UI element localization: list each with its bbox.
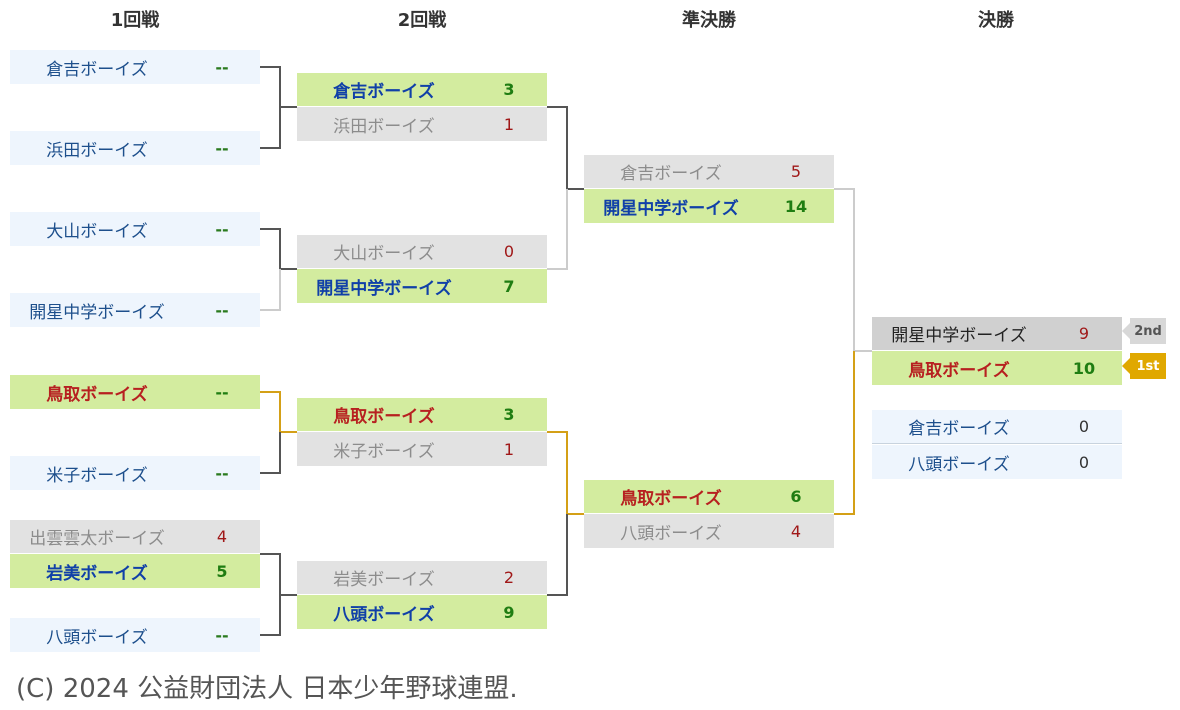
team-score: -- (184, 375, 260, 409)
team-score: 0 (471, 235, 547, 268)
team-score: 1 (471, 432, 547, 466)
team-score: 6 (758, 480, 834, 513)
r1-team-slot[interactable]: 出雲雲太ボーイズ 4 (10, 520, 260, 554)
team-name: 開星中学ボーイズ (584, 189, 758, 223)
team-score: -- (184, 456, 260, 490)
team-score: 5 (758, 155, 834, 188)
team-score: -- (184, 50, 260, 84)
r2-team-slot[interactable]: 浜田ボーイズ 1 (297, 107, 547, 141)
r2-team-slot[interactable]: 岩美ボーイズ 2 (297, 561, 547, 595)
r2-team-slot[interactable]: 開星中学ボーイズ 7 (297, 269, 547, 303)
team-score: 10 (1046, 351, 1122, 385)
team-name: 岩美ボーイズ (297, 561, 471, 594)
team-score: -- (184, 293, 260, 327)
team-score: 1 (471, 107, 547, 141)
team-name: 浜田ボーイズ (10, 131, 184, 165)
r1-team-slot[interactable]: 岩美ボーイズ 5 (10, 554, 260, 588)
round-header-1: 1回戦 (110, 10, 160, 31)
team-score: 4 (184, 520, 260, 553)
r2-team-slot[interactable]: 八頭ボーイズ 9 (297, 595, 547, 629)
team-score: 9 (471, 595, 547, 629)
team-score: 0 (1046, 445, 1122, 479)
r1-team-slot[interactable]: 八頭ボーイズ -- (10, 618, 260, 652)
team-name: 浜田ボーイズ (297, 107, 471, 141)
team-name: 倉吉ボーイズ (10, 50, 184, 84)
round-header-semifinal: 準決勝 (682, 10, 736, 31)
team-score: -- (184, 618, 260, 652)
team-name: 米子ボーイズ (10, 456, 184, 490)
semifinal-team-slot[interactable]: 倉吉ボーイズ 5 (584, 155, 834, 189)
copyright-footer: (C) 2024 公益財団法人 日本少年野球連盟. (16, 674, 518, 704)
team-name: 大山ボーイズ (10, 212, 184, 246)
r2-team-slot[interactable]: 大山ボーイズ 0 (297, 235, 547, 269)
team-score: 14 (758, 189, 834, 223)
semifinal-team-slot[interactable]: 開星中学ボーイズ 14 (584, 189, 834, 223)
team-name: 八頭ボーイズ (584, 514, 758, 548)
team-name: 出雲雲太ボーイズ (10, 520, 184, 553)
r2-team-slot[interactable]: 米子ボーイズ 1 (297, 432, 547, 466)
r1-team-slot[interactable]: 浜田ボーイズ -- (10, 131, 260, 165)
team-name: 鳥取ボーイズ (872, 351, 1046, 385)
team-name: 鳥取ボーイズ (10, 375, 184, 409)
team-score: -- (184, 212, 260, 246)
third-place-team-slot[interactable]: 倉吉ボーイズ 0 (872, 410, 1122, 444)
team-score: 9 (1046, 317, 1122, 350)
team-name: 大山ボーイズ (297, 235, 471, 268)
r1-team-slot[interactable]: 大山ボーイズ -- (10, 212, 260, 246)
r2-team-slot[interactable]: 鳥取ボーイズ 3 (297, 398, 547, 432)
team-name: 八頭ボーイズ (10, 618, 184, 652)
team-name: 八頭ボーイズ (297, 595, 471, 629)
final-team-slot[interactable]: 開星中学ボーイズ 9 (872, 317, 1122, 351)
team-score: -- (184, 131, 260, 165)
team-score: 3 (471, 398, 547, 431)
team-score: 7 (471, 269, 547, 303)
team-score: 2 (471, 561, 547, 594)
r2-team-slot[interactable]: 倉吉ボーイズ 3 (297, 73, 547, 107)
semifinal-team-slot[interactable]: 鳥取ボーイズ 6 (584, 480, 834, 514)
team-score: 3 (471, 73, 547, 106)
team-name: 米子ボーイズ (297, 432, 471, 466)
team-name: 岩美ボーイズ (10, 554, 184, 588)
team-name: 倉吉ボーイズ (297, 73, 471, 106)
team-name: 開星中学ボーイズ (10, 293, 184, 327)
r1-team-slot[interactable]: 倉吉ボーイズ -- (10, 50, 260, 84)
team-name: 開星中学ボーイズ (297, 269, 471, 303)
team-score: 5 (184, 554, 260, 588)
second-place-badge: 2nd (1122, 318, 1166, 344)
r1-team-slot[interactable]: 鳥取ボーイズ -- (10, 375, 260, 409)
round-header-2: 2回戦 (397, 10, 447, 31)
team-name: 鳥取ボーイズ (584, 480, 758, 513)
third-place-team-slot[interactable]: 八頭ボーイズ 0 (872, 445, 1122, 479)
team-score: 4 (758, 514, 834, 548)
r1-team-slot[interactable]: 開星中学ボーイズ -- (10, 293, 260, 327)
semifinal-team-slot[interactable]: 八頭ボーイズ 4 (584, 514, 834, 548)
team-name: 鳥取ボーイズ (297, 398, 471, 431)
team-name: 倉吉ボーイズ (584, 155, 758, 188)
first-place-badge: 1st (1122, 353, 1166, 379)
team-name: 開星中学ボーイズ (872, 317, 1046, 350)
final-team-slot[interactable]: 鳥取ボーイズ 10 (872, 351, 1122, 385)
team-score: 0 (1046, 410, 1122, 443)
round-header-final: 決勝 (978, 10, 1014, 31)
r1-team-slot[interactable]: 米子ボーイズ -- (10, 456, 260, 490)
team-name: 八頭ボーイズ (872, 445, 1046, 479)
team-name: 倉吉ボーイズ (872, 410, 1046, 443)
